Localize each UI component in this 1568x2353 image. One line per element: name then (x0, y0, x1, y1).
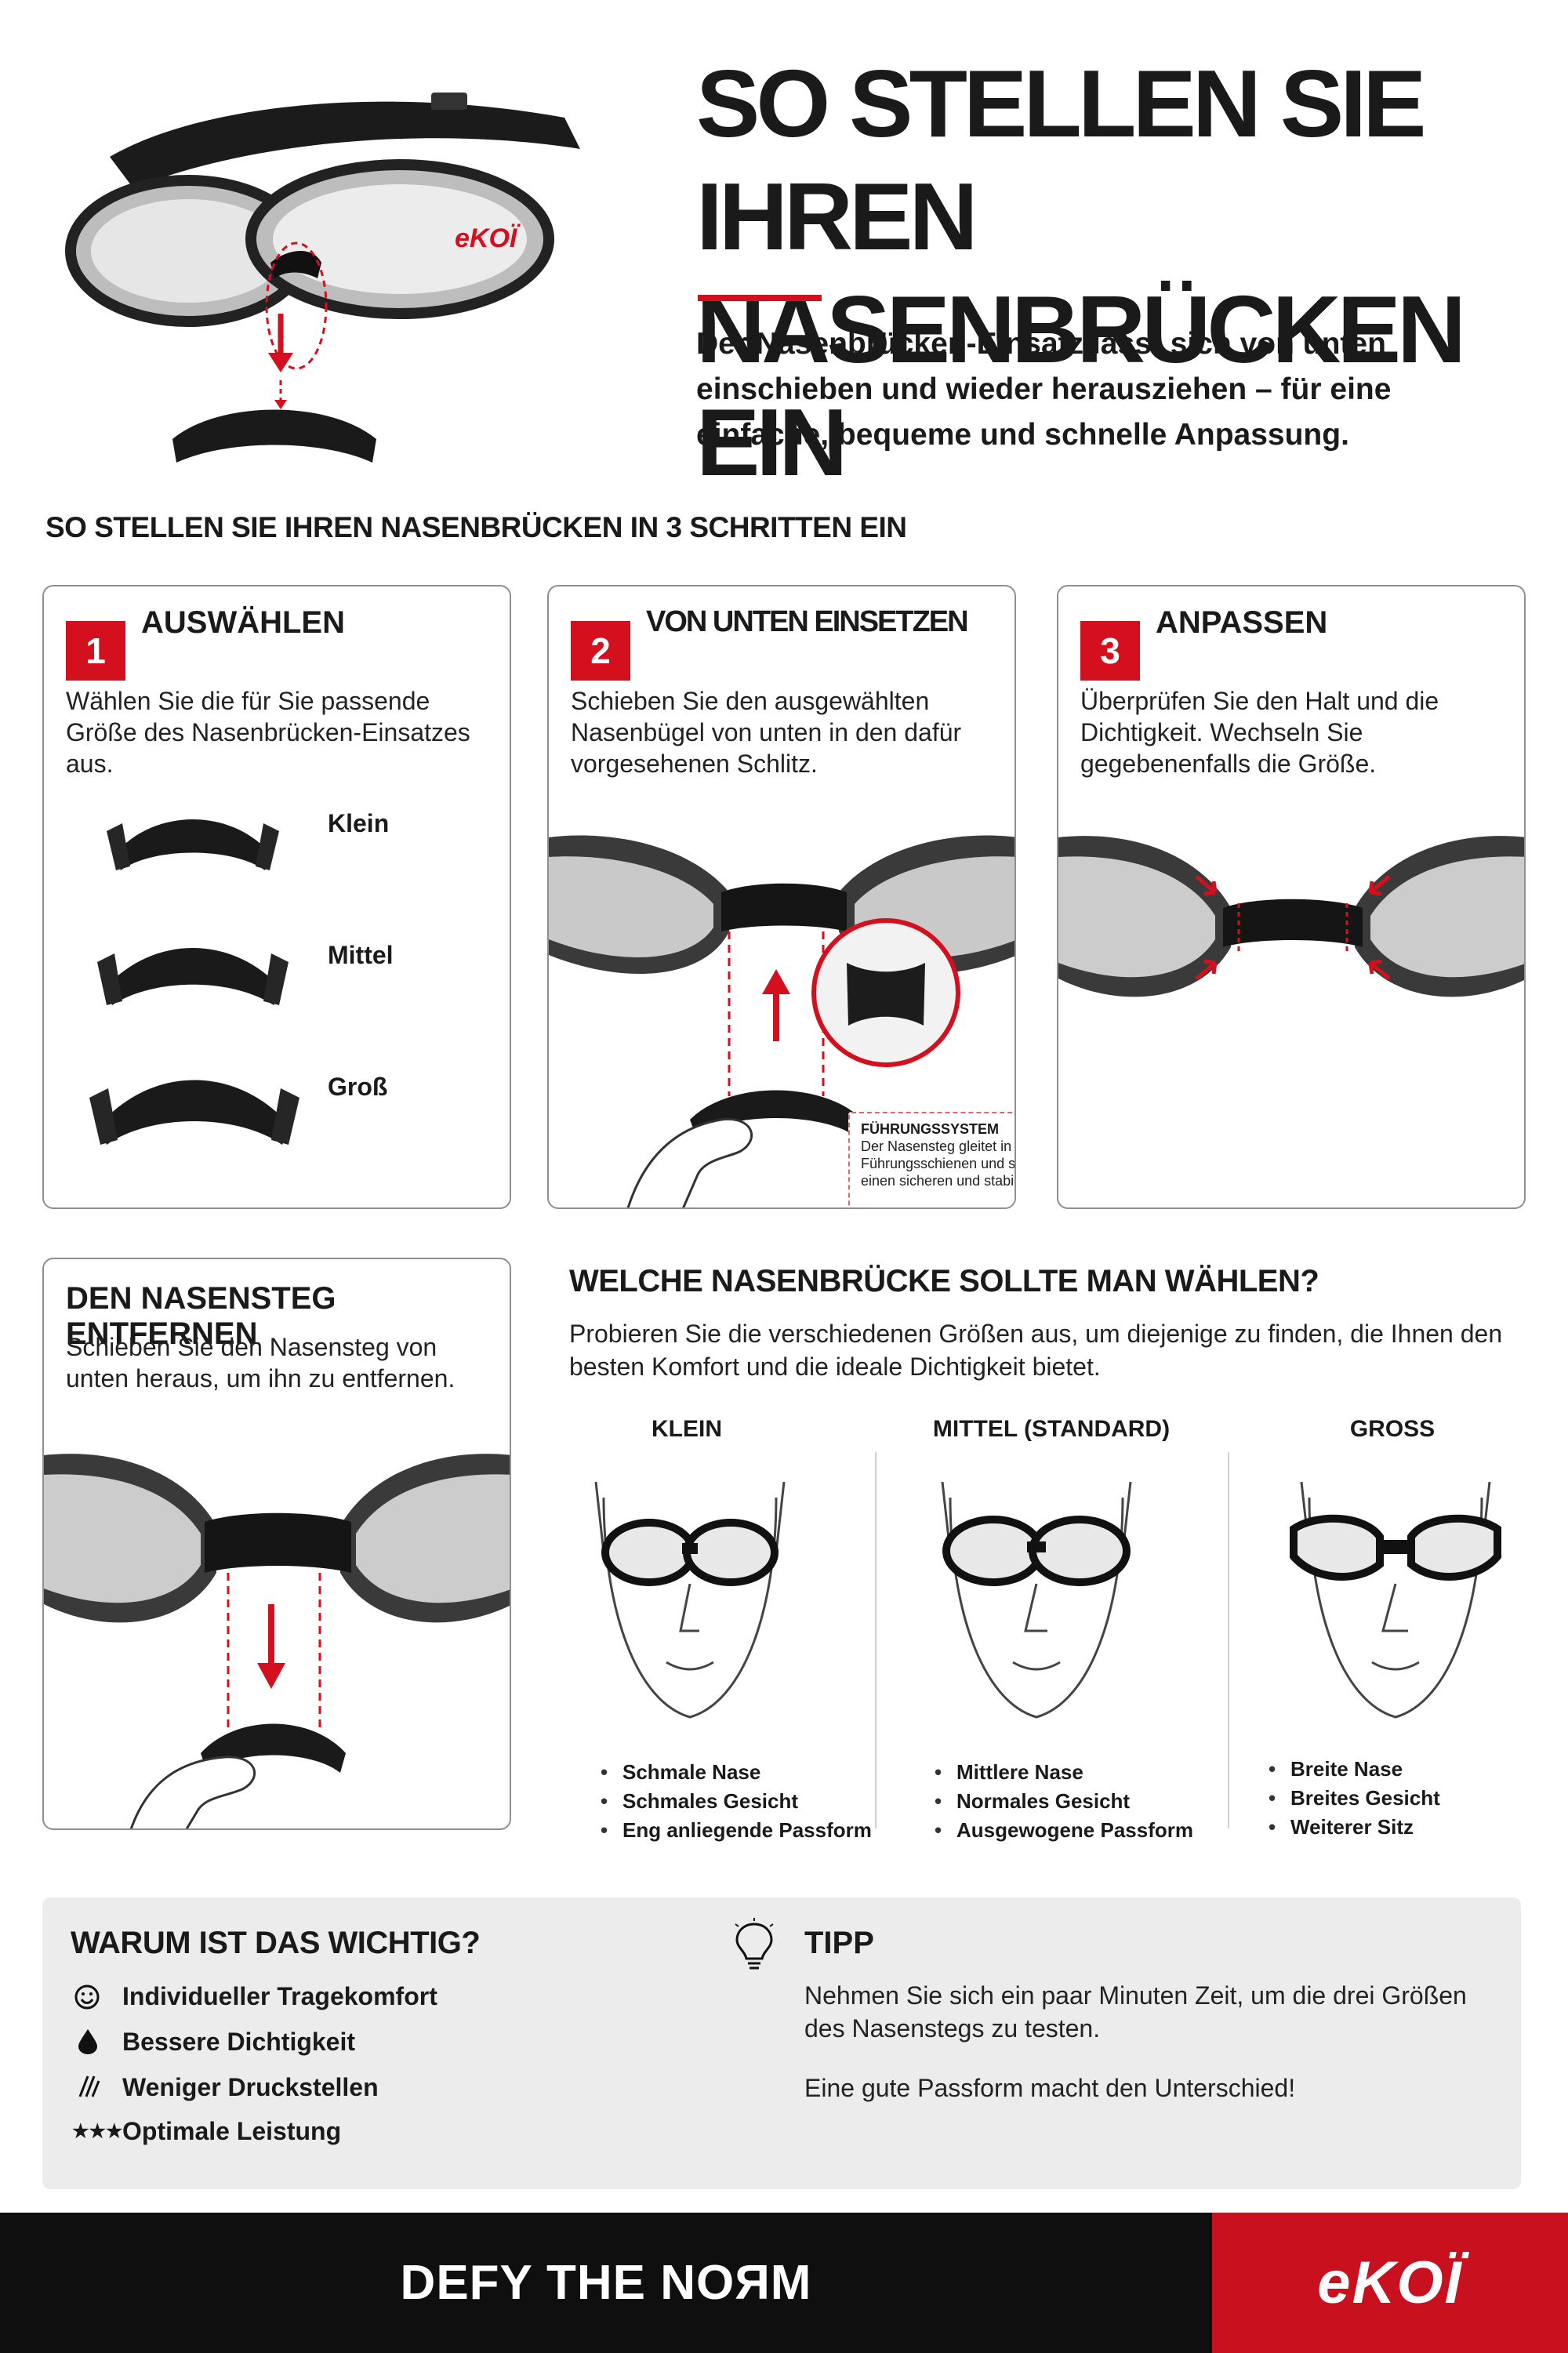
svg-text:eKOÏ: eKOÏ (455, 223, 521, 253)
size-label-small: Klein (328, 809, 390, 837)
tip-title: TIPP (804, 1926, 874, 1960)
nose-bridge-small-image (99, 792, 287, 882)
droplet-icon (77, 2028, 99, 2058)
lightbulb-icon (731, 1918, 778, 1977)
tip-text: Nehmen Sie sich ein paar Minuten Zeit, u… (804, 1981, 1467, 2043)
step-number-badge: 3 (1080, 621, 1140, 681)
bullet-item: Mittlere Nase (935, 1758, 1193, 1787)
hero-goggles-illustration: eKOÏ (63, 71, 627, 478)
step-title: ANPASSEN (1156, 605, 1328, 640)
goggles-insert-illustration (549, 830, 1014, 1207)
step-text: Wählen Sie die für Sie passende Größe de… (66, 687, 470, 778)
remove-title: DEN NASENSTEG ENTFERNEN (66, 1281, 336, 1351)
which-title: WELCHE NASENBRÜCKE SOLLTE MAN WÄHLEN? (569, 1264, 1319, 1298)
face-medium-illustration (919, 1466, 1154, 1729)
bullet-item: Schmale Nase (601, 1758, 872, 1787)
remove-card: DEN NASENSTEG ENTFERNEN Schieben Sie den… (42, 1258, 511, 1830)
face-large-illustration (1270, 1466, 1521, 1729)
why-item-performance: Optimale Leistung (122, 2117, 342, 2145)
bullet-item: Normales Gesicht (935, 1787, 1193, 1816)
pressure-lines-icon (75, 2073, 100, 2104)
goggles-adjust-illustration (1058, 822, 1524, 1029)
bullet-list-large: Breite Nase Breites Gesicht Weiterer Sit… (1269, 1755, 1440, 1842)
bullet-item: Breite Nase (1269, 1755, 1440, 1784)
step-title: VON UNTEN EINSETZEN (646, 605, 969, 638)
page-title: SO STELLEN SIE IHREN NASENBRÜCKEN EIN (696, 50, 1466, 496)
why-tip-panel (42, 1897, 1521, 2189)
guide-title: FÜHRUNGSSYSTEM (861, 1121, 1000, 1137)
smiley-icon (74, 1984, 100, 2014)
remove-text: Schieben Sie den Nasensteg von unten her… (66, 1333, 456, 1393)
nose-bridge-large-image (85, 1051, 304, 1157)
step-number-badge: 2 (571, 621, 630, 681)
step-text: Schieben Sie den ausgewählten Nasenbügel… (571, 687, 962, 778)
column-head-small: KLEIN (652, 1416, 722, 1442)
column-head-medium: MITTEL (STANDARD) (932, 1416, 1171, 1442)
title-accent-rule (698, 295, 822, 301)
bullet-list-medium: Mittlere Nase Normales Gesicht Ausgewoge… (935, 1758, 1193, 1845)
step-title: AUSWÄHLEN (141, 605, 345, 640)
tip-text-emphasis: Eine gute Passform macht den Unterschied… (804, 2074, 1296, 2102)
face-small-illustration (572, 1466, 808, 1729)
why-title: WARUM IST DAS WICHTIG? (71, 1926, 481, 1960)
column-divider (1228, 1452, 1229, 1828)
bullet-item: Breites Gesicht (1269, 1784, 1440, 1813)
step-text: Überprüfen Sie den Halt und die Dichtigk… (1080, 687, 1439, 778)
size-label-large: Groß (328, 1073, 388, 1101)
steps-heading: SO STELLEN SIE IHREN NASENBRÜCKEN IN 3 S… (45, 511, 907, 543)
bullet-item: Weiterer Sitz (1269, 1813, 1440, 1842)
step-card-insert: 2 VON UNTEN EINSETZEN Schieben Sie den a… (547, 585, 1016, 1209)
brand-logo: eKOÏ (1317, 2250, 1463, 2316)
column-divider (875, 1452, 877, 1828)
goggles-remove-illustration (44, 1440, 510, 1828)
bullet-item: Eng anliegende Passform (601, 1816, 872, 1845)
guide-system-callout: FÜHRUNGSSYSTEM Der Nasensteg gleitet in … (848, 1112, 1016, 1207)
which-text: Probieren Sie die verschiedenen Größen a… (569, 1320, 1503, 1381)
step-card-select: 1 AUSWÄHLEN Wählen Sie die für Sie passe… (42, 585, 511, 1209)
bullet-item: Ausgewogene Passform (935, 1816, 1193, 1845)
guide-text: Der Nasensteg gleitet in die Führungssch… (861, 1138, 1016, 1189)
step-card-adjust: 3 ANPASSEN Überprüfen Sie den Halt und d… (1057, 585, 1526, 1209)
step-number-badge: 1 (66, 621, 125, 681)
size-label-medium: Mittel (328, 941, 394, 969)
why-item-sealing: Bessere Dichtigkeit (122, 2028, 356, 2056)
intro-text: Der Nasenbrücken-Einsatz lässt sich von … (696, 327, 1392, 452)
column-head-large: GROSS (1349, 1416, 1436, 1442)
bullet-list-small: Schmale Nase Schmales Gesicht Eng anlieg… (601, 1758, 872, 1845)
why-item-comfort: Individueller Tragekomfort (122, 1982, 437, 2010)
footer-logo-block (1212, 2213, 1568, 2353)
stars-icon: ★★★ (72, 2121, 123, 2142)
nose-bridge-medium-image (91, 919, 295, 1017)
why-item-pressure: Weniger Druckstellen (122, 2073, 379, 2101)
bullet-item: Schmales Gesicht (601, 1787, 872, 1816)
footer-slogan: DEFY THE NOЯM (400, 2256, 812, 2310)
